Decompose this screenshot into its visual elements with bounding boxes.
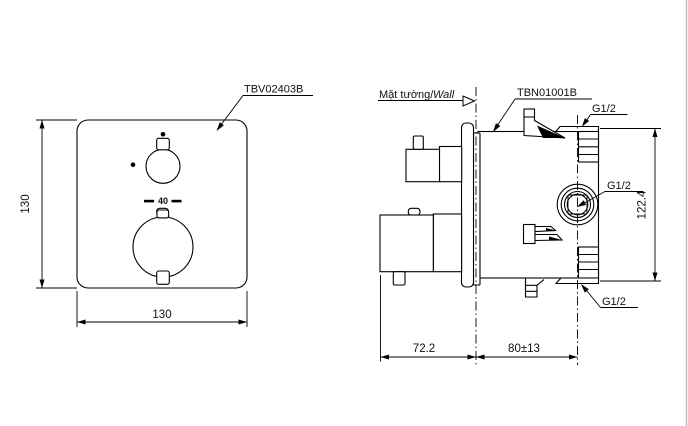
knob-adapter xyxy=(438,145,463,183)
faceplate xyxy=(76,119,248,289)
front-height-value: 130 xyxy=(20,194,32,213)
bottom-knob-profile xyxy=(379,207,463,286)
depth-front-value: 72.2 xyxy=(413,343,435,355)
front-height-dimension: 130 xyxy=(20,119,77,289)
arrow-right xyxy=(569,354,578,360)
leader-arrow-icon xyxy=(577,200,587,207)
arrow-wall-right xyxy=(476,354,485,360)
plate-profile xyxy=(460,122,475,288)
bottom-knob-top-tab xyxy=(156,209,170,219)
front-width-dimension: 130 xyxy=(76,291,248,327)
wall-label-en: Wall xyxy=(433,89,455,101)
index-dot-left xyxy=(130,162,136,167)
port-bottom-label: G1/2 xyxy=(602,296,626,308)
knob-tab xyxy=(392,271,406,286)
knob-adapter xyxy=(432,213,463,273)
side-height-value: 122.4 xyxy=(637,190,649,219)
bottom-knob-bottom-tab xyxy=(156,270,170,285)
temp-value-label: 40 xyxy=(158,196,168,206)
side-part-callout: TBN01001B xyxy=(493,87,592,132)
temperature-marking: 40 xyxy=(144,196,182,206)
knob-body xyxy=(405,148,441,183)
front-part-code: TBV02403B xyxy=(244,84,303,96)
side-view: Mặt tường/ Wall TBN01001B G1/2 G1/2 xyxy=(378,87,661,365)
front-width-value: 130 xyxy=(152,309,171,321)
leader-arrow-icon xyxy=(581,284,589,293)
leader-arrow-icon xyxy=(216,122,224,131)
wall-label-vi: Mặt tường/ xyxy=(379,89,434,101)
front-part-callout: TBV02403B xyxy=(216,84,313,131)
port-top-callout: G1/2 xyxy=(582,103,628,127)
bracket-tab xyxy=(523,108,536,118)
plate-back-layer xyxy=(472,132,481,286)
side-height-dimension: 122.4 xyxy=(600,128,661,282)
arrow-right xyxy=(238,319,247,325)
bottom-knob-circle xyxy=(132,216,194,278)
top-knob-tab xyxy=(156,137,170,151)
port-top-label: G1/2 xyxy=(592,103,616,115)
leader-arrow-icon xyxy=(493,123,501,132)
arrow-up xyxy=(39,120,45,129)
arrow-wall-left xyxy=(467,354,476,360)
temp-dash-right xyxy=(171,199,182,203)
top-knob xyxy=(130,132,181,184)
wall-callout: Mặt tường/ Wall xyxy=(378,89,476,107)
knob-body xyxy=(379,214,434,273)
port-bottom-callout: G1/2 xyxy=(581,284,638,308)
top-knob-circle xyxy=(145,148,181,184)
depth-behind-wall-value: 80±13 xyxy=(508,343,540,355)
arrow-left xyxy=(77,319,86,325)
retaining-clip xyxy=(522,223,564,245)
index-dot-top xyxy=(160,132,166,137)
arrow-down xyxy=(652,272,658,281)
top-mounting-bracket xyxy=(523,108,566,139)
knob-tab xyxy=(412,135,424,150)
knob-bump xyxy=(407,207,421,216)
bottom-knob xyxy=(132,207,194,285)
arrow-down xyxy=(39,279,45,288)
port-middle-label: G1/2 xyxy=(607,180,631,192)
depth-dimensions: 72.2 80±13 xyxy=(380,275,578,362)
temp-dash-left xyxy=(144,199,154,203)
valve-body xyxy=(477,108,600,298)
top-knob-profile xyxy=(405,135,463,183)
clip-base xyxy=(522,223,536,245)
clip-tip xyxy=(549,236,562,241)
leader-arrow-icon xyxy=(582,118,590,127)
arrow-up xyxy=(652,128,658,137)
arrow-left xyxy=(380,354,389,360)
bracket-wedge xyxy=(537,125,565,138)
bottom-mounting-hook xyxy=(524,278,545,298)
port-middle-callout: G1/2 xyxy=(577,180,643,207)
wall-arrow-icon xyxy=(462,95,476,107)
clip-tip xyxy=(546,228,556,231)
front-view: 40 130 130 TBV02403B xyxy=(20,84,313,327)
side-part-code: TBN01001B xyxy=(517,87,577,99)
bracket-wing xyxy=(523,116,566,139)
hook-outline xyxy=(524,278,545,298)
clip-prong-top xyxy=(534,225,557,233)
